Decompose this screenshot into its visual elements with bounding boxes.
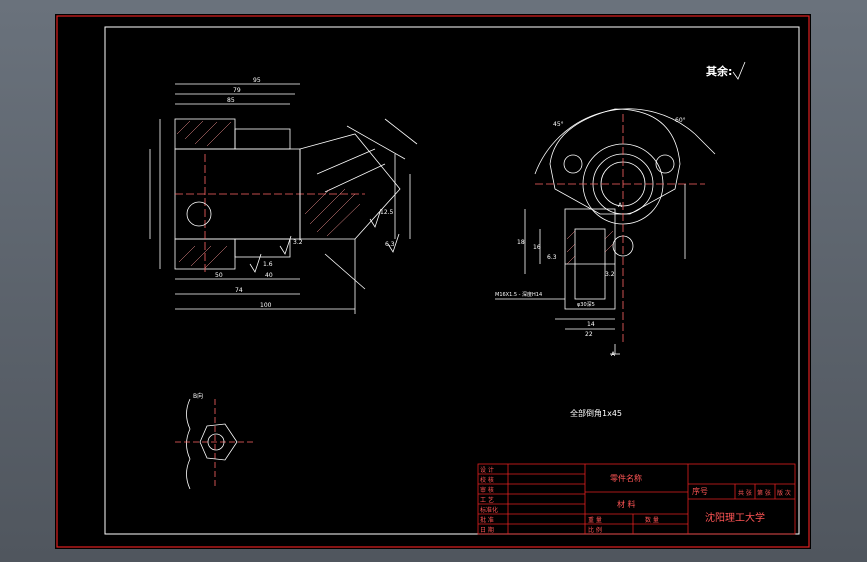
school-name: 沈阳理工大学 (705, 511, 765, 524)
title-block-text: 设 计 校 核 审 核 工 艺 标准化 批 准 日 期 零件名称 材 料 重 量… (480, 466, 791, 534)
svg-text:标准化: 标准化 (480, 506, 498, 514)
svg-text:3.2: 3.2 (293, 239, 303, 246)
svg-text:共 张: 共 张 (738, 489, 752, 497)
material-label: 材 料 (617, 499, 636, 509)
svg-text:版 次: 版 次 (777, 489, 791, 497)
svg-text:85: 85 (227, 97, 235, 104)
thread-note: M16X1.5 - 深度H14 (495, 291, 542, 298)
svg-text:12.5: 12.5 (380, 209, 394, 216)
svg-text:数 量: 数 量 (645, 516, 659, 524)
part-name-label: 零件名称 (610, 473, 642, 483)
svg-text:审 核: 审 核 (480, 486, 494, 494)
svg-text:1.6: 1.6 (263, 261, 273, 268)
chamfer-note: 全部倒角1x45 (570, 408, 622, 418)
front-view (149, 83, 418, 314)
svg-text:6.3: 6.3 (547, 254, 557, 261)
svg-text:22: 22 (585, 331, 593, 338)
svg-text:50: 50 (215, 272, 223, 279)
svg-text:A: A (618, 202, 623, 209)
svg-text:14: 14 (587, 321, 595, 328)
side-view (495, 108, 716, 355)
svg-text:校 核: 校 核 (480, 476, 494, 484)
svg-text:74: 74 (235, 287, 243, 294)
view-b-label: B向 (193, 392, 203, 400)
drawing-frame (104, 26, 800, 535)
drawing-sheet[interactable]: 95 79 85 100 74 50 40 1.6 3.2 6.3 12.5 (55, 14, 811, 549)
svg-text:18: 18 (517, 239, 525, 246)
svg-text:比 例: 比 例 (588, 526, 602, 534)
svg-text:79: 79 (233, 87, 241, 94)
side-view-dimensions: 45° 60° 14 22 18 16 6.3 3.2 A A M16X1.5 … (495, 117, 686, 358)
svg-text:40: 40 (265, 272, 273, 279)
svg-text:设 计: 设 计 (480, 466, 494, 474)
view-b (175, 398, 255, 490)
svg-text:3.2: 3.2 (605, 271, 615, 278)
svg-text:重 量: 重 量 (588, 516, 602, 524)
sheet-border (56, 15, 810, 548)
roughness-note: 其余: (706, 64, 732, 78)
counterbore-note: φ30深5 (577, 301, 595, 308)
svg-text:6.3: 6.3 (385, 241, 395, 248)
drawing-canvas: 95 79 85 100 74 50 40 1.6 3.2 6.3 12.5 (56, 15, 810, 548)
svg-text:95: 95 (253, 77, 261, 84)
svg-text:60°: 60° (675, 117, 686, 124)
svg-text:45°: 45° (553, 121, 564, 128)
svg-text:工 艺: 工 艺 (480, 496, 494, 504)
svg-text:16: 16 (533, 244, 541, 251)
title-block (477, 463, 796, 535)
svg-text:100: 100 (260, 302, 272, 309)
front-view-dimensions: 95 79 85 100 74 50 40 1.6 3.2 6.3 12.5 (215, 77, 395, 309)
svg-text:批 准: 批 准 (480, 516, 494, 524)
seq-label: 序号 (692, 486, 708, 496)
svg-text:日 期: 日 期 (480, 526, 494, 534)
roughness-symbol (732, 61, 746, 80)
svg-text:第 张: 第 张 (757, 489, 771, 497)
svg-text:A: A (611, 351, 616, 358)
